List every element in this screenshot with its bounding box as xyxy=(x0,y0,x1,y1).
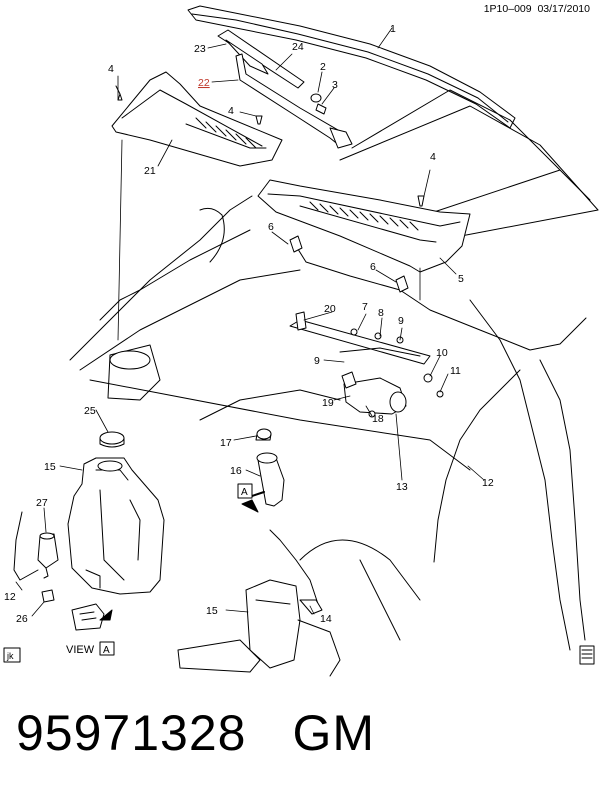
callout-10: 10 xyxy=(436,347,448,359)
callout-3: 3 xyxy=(332,79,338,91)
diagram-code: 1P10–009 xyxy=(483,3,532,15)
jk-label: jk xyxy=(6,651,14,661)
view-a-box xyxy=(99,641,115,656)
callout-15-lower: 15 xyxy=(206,605,218,617)
view-marker-letter: A xyxy=(241,487,248,498)
callout-14: 14 xyxy=(320,613,332,625)
windshield-molding xyxy=(187,5,516,129)
cowl-grille-left xyxy=(111,71,283,167)
wiper-blade-assembly xyxy=(217,29,353,149)
view-label-letter: A xyxy=(103,645,110,656)
callout-4-mid: 4 xyxy=(228,105,234,117)
callout-9-left: 9 xyxy=(314,355,320,367)
callout-9-right: 9 xyxy=(398,315,404,327)
callout-22: 22 xyxy=(198,77,210,89)
callout-17: 17 xyxy=(220,437,232,449)
callout-6-left: 6 xyxy=(268,221,274,233)
callout-7: 7 xyxy=(362,301,368,313)
view-a-bracket-arrow xyxy=(99,609,113,621)
cowl-grille-right xyxy=(257,179,471,273)
wiper-linkage xyxy=(289,311,444,398)
washer-hose-upper xyxy=(289,235,587,563)
wiper-cap-nut xyxy=(310,93,327,115)
washer-clip xyxy=(255,428,272,441)
view-a-arrow xyxy=(237,483,265,513)
washer-filler-neck xyxy=(256,452,285,507)
callout-6-right: 6 xyxy=(370,261,376,273)
strut-tower xyxy=(89,344,471,471)
washer-hose-lower xyxy=(13,511,39,581)
callout-11: 11 xyxy=(450,365,461,377)
callout-16: 16 xyxy=(230,465,242,477)
callout-24: 24 xyxy=(292,41,304,53)
callout-23: 23 xyxy=(194,43,206,55)
callout-1: 1 xyxy=(390,23,396,35)
callout-26: 26 xyxy=(16,613,28,625)
view-label: VIEW xyxy=(66,644,95,656)
part-number: 95971328 xyxy=(16,705,247,761)
callout-19: 19 xyxy=(322,397,334,409)
callout-15-upper: 15 xyxy=(44,461,56,473)
document-icon xyxy=(579,645,595,665)
callout-21: 21 xyxy=(144,165,156,177)
leader-lines xyxy=(15,27,485,617)
view-a-bracket xyxy=(71,603,105,631)
callout-labels: 1 4 23 24 2 3 22 4 21 4 5 6 6 20 7 8 9 9… xyxy=(4,23,494,661)
wiper-motor xyxy=(341,371,407,418)
body-outline xyxy=(69,195,586,651)
callout-13: 13 xyxy=(396,481,408,493)
reservoir-lower-view xyxy=(177,529,421,677)
callout-27: 27 xyxy=(36,497,48,509)
callout-8: 8 xyxy=(378,307,384,319)
part-footer: 95971328 GM xyxy=(16,704,375,762)
washer-grommet xyxy=(41,589,55,603)
callout-20: 20 xyxy=(324,303,336,315)
callout-12-right: 12 xyxy=(482,477,494,489)
callout-12-left: 12 xyxy=(4,591,16,603)
callout-5: 5 xyxy=(458,273,464,285)
diagram-header: 1P10–009 03/17/2010 xyxy=(484,3,590,15)
washer-pump xyxy=(37,532,59,579)
callout-25: 25 xyxy=(84,405,96,417)
washer-cap xyxy=(99,431,125,448)
callout-18: 18 xyxy=(372,413,384,425)
washer-reservoir xyxy=(67,457,165,595)
callout-4-top-left: 4 xyxy=(108,63,114,75)
brand-name: GM xyxy=(292,705,376,761)
callout-4-right: 4 xyxy=(430,151,436,163)
diagram-date: 03/17/2010 xyxy=(537,3,590,15)
callout-2: 2 xyxy=(320,61,326,73)
parts-diagram: 1 4 23 24 2 3 22 4 21 4 5 6 6 20 7 8 9 9… xyxy=(3,5,599,677)
jk-box xyxy=(3,647,21,663)
